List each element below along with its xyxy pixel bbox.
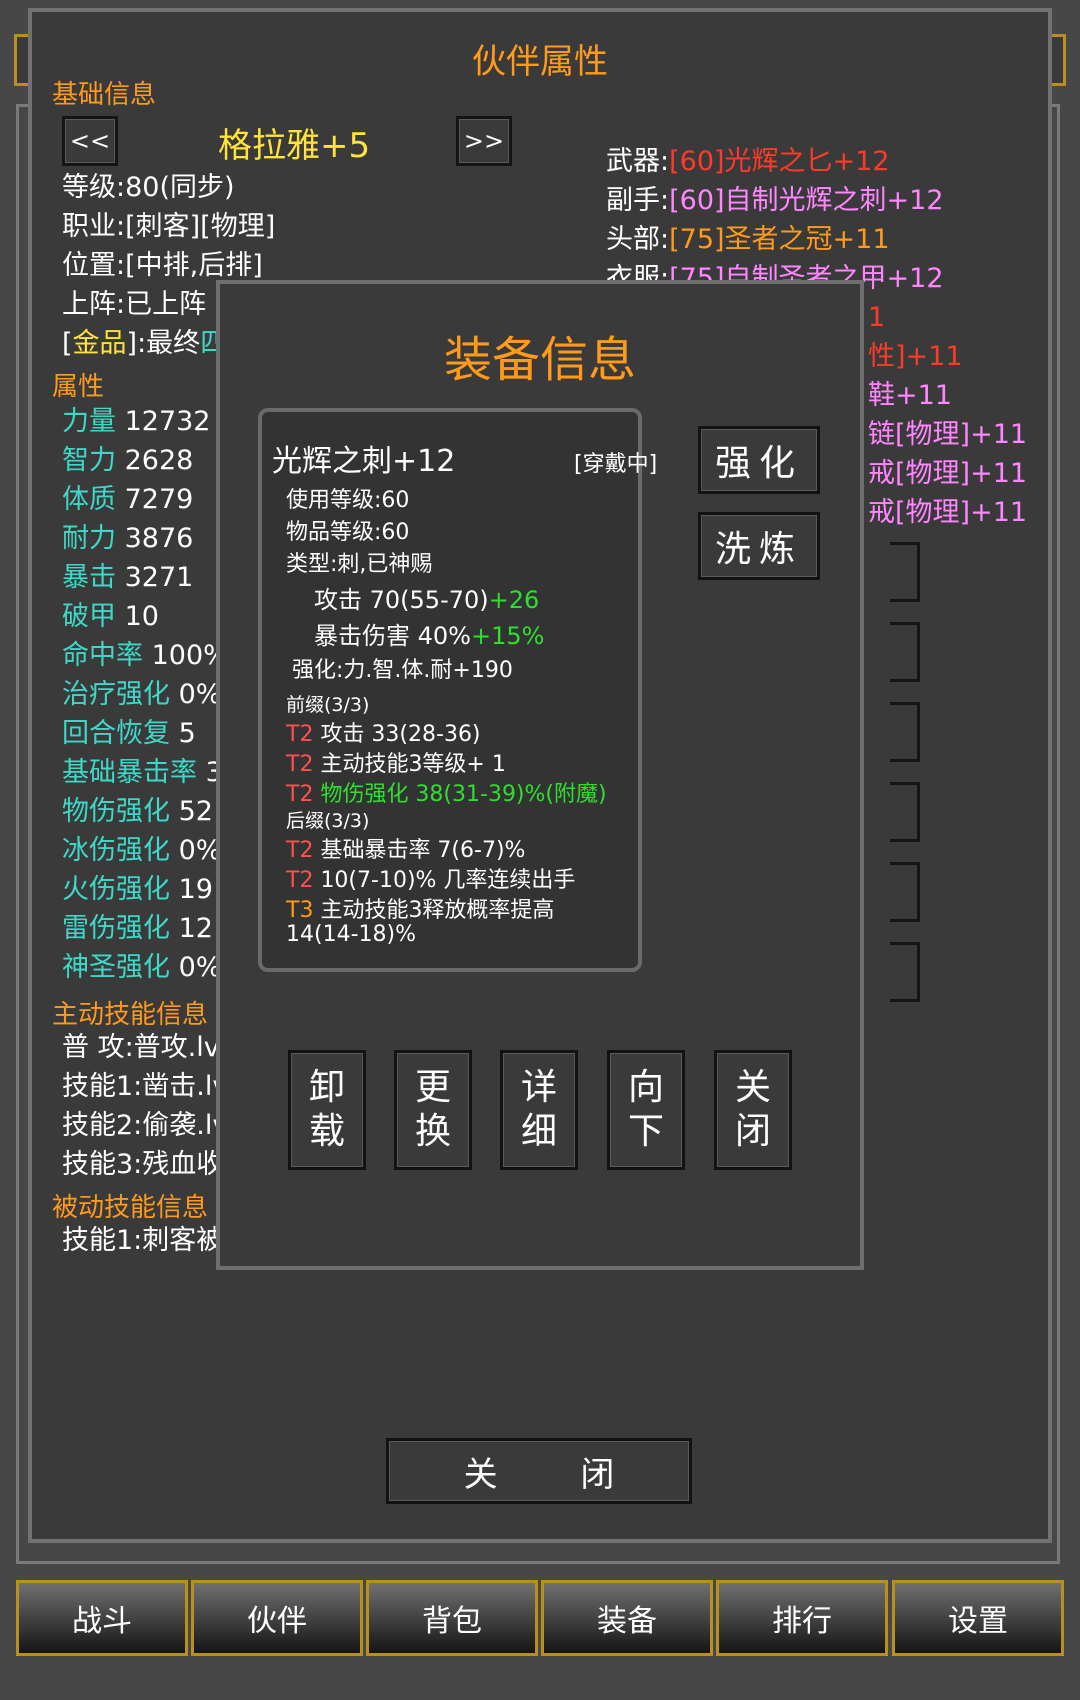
- active-skill-row[interactable]: 技能1:凿击.lv: [62, 1071, 229, 1102]
- nav-partner[interactable]: 伙伴: [191, 1580, 363, 1656]
- active-skill-row[interactable]: 普 攻:普攻.lv: [62, 1032, 220, 1063]
- prefix-affix: T2 主动技能3等级+ 1: [286, 752, 506, 777]
- prefix-label: 前缀(3/3): [286, 694, 370, 716]
- item-level: 物品等级:60: [286, 520, 410, 545]
- next-down-button[interactable]: 向下: [607, 1050, 685, 1170]
- basic-info-label: 基础信息: [52, 80, 157, 110]
- attack-stat: 攻击 70(55-70)+26: [314, 586, 540, 614]
- attribute-row: 神圣强化 0%: [62, 952, 222, 983]
- attributes-label: 属性: [52, 372, 105, 402]
- attribute-row: 治疗强化 0%: [62, 679, 222, 710]
- partner-job: 职业:[刺客][物理]: [62, 211, 276, 242]
- passive-skill-row[interactable]: 技能1:刺客被: [62, 1225, 224, 1256]
- panel-title: 伙伴属性: [472, 42, 608, 82]
- nav-ranking[interactable]: 排行: [716, 1580, 888, 1656]
- hidden-button-edge[interactable]: [890, 782, 920, 842]
- attribute-row: 智力 2628: [62, 445, 194, 476]
- item-detail-card: 光辉之刺+12 [穿戴中] 使用等级:60 物品等级:60 类型:刺,已神赐 攻…: [258, 408, 657, 972]
- attribute-row: 暴击 3271: [62, 562, 194, 593]
- attribute-row: 破甲 10: [62, 601, 159, 632]
- nav-settings[interactable]: 设置: [892, 1580, 1064, 1656]
- equipment-slot-partial[interactable]: 鞋+11: [868, 380, 952, 411]
- suffix-affix: T3 主动技能3释放概率提高: [286, 898, 555, 923]
- active-skills-label: 主动技能信息: [52, 1000, 209, 1030]
- attribute-row: 力量 12732: [62, 406, 211, 437]
- nav-backpack[interactable]: 背包: [366, 1580, 538, 1656]
- hidden-button-edge[interactable]: [890, 942, 920, 1002]
- replace-button[interactable]: 更换: [394, 1050, 472, 1170]
- equipment-slot-partial[interactable]: 性]+11: [868, 341, 963, 372]
- enhance-button[interactable]: 强化: [698, 426, 820, 494]
- suffix-affix: T2 10(7-10)% 几率连续出手: [286, 868, 576, 893]
- close-modal-button[interactable]: 关闭: [714, 1050, 792, 1170]
- prefix-affix: T2 物伤强化 38(31-39)%(附魔): [286, 782, 607, 807]
- suffix-affix-wrap: 14(14-18)%: [286, 922, 416, 947]
- suffix-label: 后缀(3/3): [286, 810, 370, 832]
- prev-partner-button[interactable]: <<: [62, 116, 118, 166]
- details-button[interactable]: 详细: [500, 1050, 578, 1170]
- prefix-affix: T2 攻击 33(28-36): [286, 722, 481, 747]
- equipment-info-modal: 装备信息 光辉之刺+12 [穿戴中] 使用等级:60 物品等级:60 类型:刺,…: [216, 280, 864, 1270]
- close-panel-button[interactable]: 关 闭: [386, 1438, 692, 1504]
- partner-name: 格拉雅+5: [218, 126, 371, 166]
- partner-level: 等级:80(同步): [62, 172, 235, 203]
- passive-skills-label: 被动技能信息: [52, 1193, 209, 1223]
- hidden-button-edge[interactable]: [890, 622, 920, 682]
- attribute-row: 物伤强化 52: [62, 796, 213, 827]
- talent-grade: 金品: [72, 328, 127, 359]
- suffix-affix: T2 基础暴击率 7(6-7)%: [286, 838, 526, 863]
- attribute-row: 雷伤强化 12: [62, 913, 213, 944]
- item-type: 类型:刺,已神赐: [286, 552, 433, 577]
- hidden-button-edge[interactable]: [890, 862, 920, 922]
- equipment-slot-partial[interactable]: 1: [868, 302, 886, 333]
- partner-position: 位置:[中排,后排]: [62, 250, 263, 281]
- nav-equipment[interactable]: 装备: [541, 1580, 713, 1656]
- nav-battle[interactable]: 战斗: [16, 1580, 188, 1656]
- attribute-row: 命中率 100%: [62, 640, 229, 671]
- refine-button[interactable]: 洗炼: [698, 512, 820, 580]
- attribute-row: 耐力 3876: [62, 523, 194, 554]
- crit-damage-stat: 暴击伤害 40%+15%: [314, 622, 545, 650]
- active-skill-row[interactable]: 技能2:偷袭.lv: [62, 1110, 229, 1141]
- attribute-row: 回合恢复 5: [62, 718, 196, 749]
- hidden-button-edge[interactable]: [890, 702, 920, 762]
- equipment-slot-partial[interactable]: 链[物理]+11: [868, 419, 1028, 450]
- equipment-slot-partial[interactable]: 戒[物理]+11: [868, 497, 1028, 528]
- modal-title: 装备信息: [443, 332, 636, 388]
- attribute-row: 火伤强化 19: [62, 874, 213, 905]
- equipment-slot-head[interactable]: 头部:[75]圣者之冠+11: [606, 224, 890, 255]
- equipment-slot-partial[interactable]: 戒[物理]+11: [868, 458, 1028, 489]
- enhance-stat: 强化:力.智.体.耐+190: [292, 658, 513, 683]
- attribute-row: 基础暴击率 3: [62, 757, 223, 788]
- item-name: 光辉之刺+12: [272, 444, 456, 479]
- unequip-button[interactable]: 卸载: [288, 1050, 366, 1170]
- partner-talent: [金品]:最终四: [62, 328, 228, 359]
- next-partner-button[interactable]: >>: [456, 116, 512, 166]
- partner-deploy-status: 上阵:已上阵: [62, 289, 207, 320]
- worn-status: [穿戴中]: [574, 452, 658, 477]
- equipment-slot-offhand[interactable]: 副手:[60]自制光辉之刺+12: [606, 185, 944, 216]
- equipment-slot-weapon[interactable]: 武器:[60]光辉之匕+12: [606, 146, 890, 177]
- active-skill-row[interactable]: 技能3:残血收: [62, 1149, 224, 1180]
- hidden-button-edge[interactable]: [890, 542, 920, 602]
- use-level: 使用等级:60: [286, 488, 410, 513]
- attribute-row: 体质 7279: [62, 484, 194, 515]
- attribute-row: 冰伤强化 0%: [62, 835, 222, 866]
